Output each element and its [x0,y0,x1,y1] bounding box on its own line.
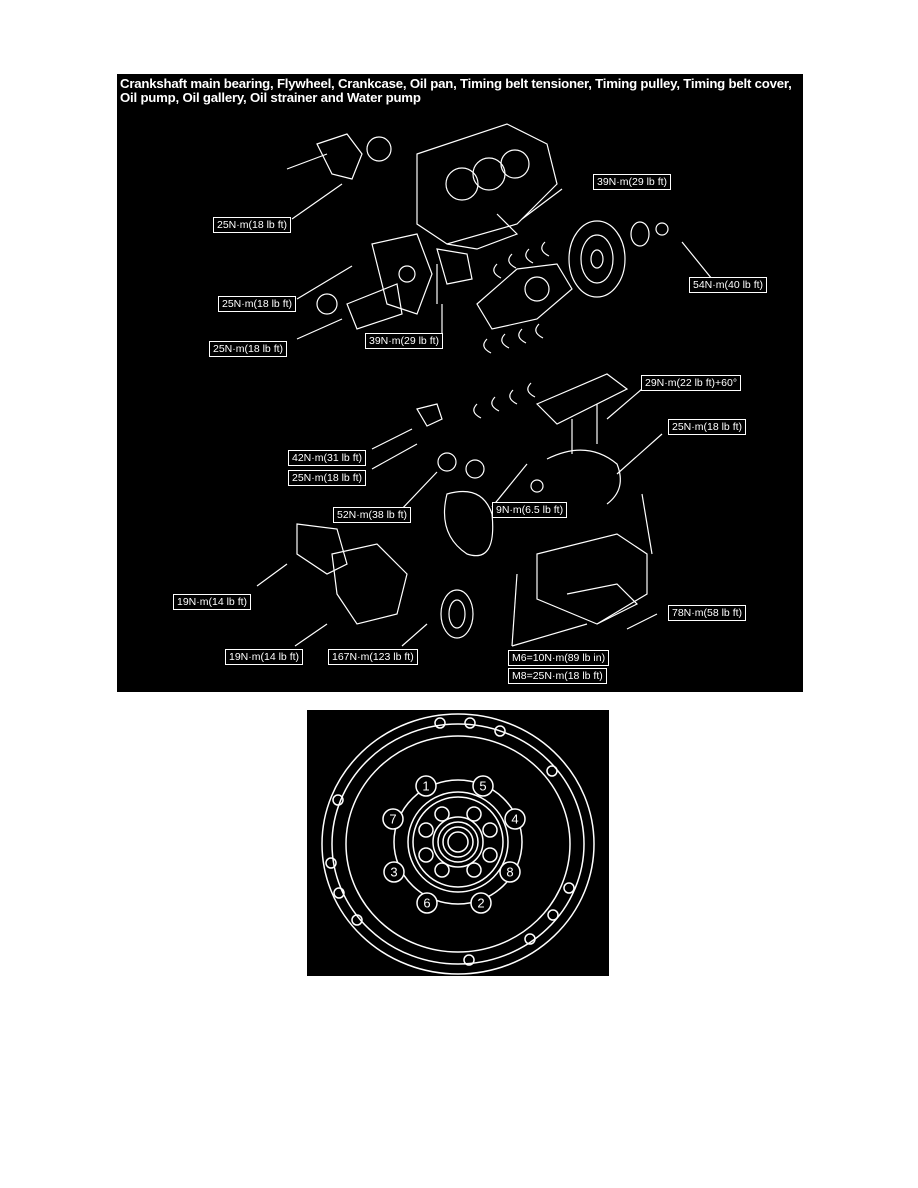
torque-label-water-pump: 25N·m(18 lb ft) [213,217,292,233]
torque-label-main-bearing: 29N·m(22 lb ft)+60° [641,375,742,391]
bolt-number-2: 2 [477,896,484,911]
bolt-number-8: 8 [506,865,513,880]
torque-label-drain-plug: 78N·m(58 lb ft) [668,605,747,621]
bolt-number-5: 5 [479,779,486,794]
torque-label-oil-gallery: 25N·m(18 lb ft) [668,419,747,435]
exploded-view-diagram: Crankshaft main bearing, Flywheel, Crank… [117,74,803,692]
torque-label-oil-pump: 25N·m(18 lb ft) [218,296,297,312]
torque-label-oil-strainer: 9N·m(6.5 lb ft) [492,502,568,518]
torque-label-timing-cover-upper: 19N·m(14 lb ft) [173,594,252,610]
bolt-number-6: 6 [423,896,430,911]
bolt-number-7: 7 [389,812,396,827]
torque-label-crankcase: 39N·m(29 lb ft) [593,174,672,190]
torque-label-oil-pan-m6: M6=10N·m(89 lb in) [508,650,610,666]
torque-label-oil-pan-m8: M8=25N·m(18 lb ft) [508,668,607,684]
flywheel-tightening-sequence-diagram: 1 5 4 8 2 6 3 7 [307,710,609,976]
torque-label-timing-cover-lower: 19N·m(14 lb ft) [225,649,304,665]
flywheel-illustration: 1 5 4 8 2 6 3 7 [321,713,595,975]
torque-label-tensioner: 42N·m(31 lb ft) [288,450,367,466]
torque-label-flywheel: 54N·m(40 lb ft) [689,277,768,293]
engine-parts-illustration [256,123,713,647]
torque-label-tensioner-pulley: 25N·m(18 lb ft) [288,470,367,486]
torque-label-crank-pulley: 167N·m(123 lb ft) [328,649,418,665]
bolt-number-4: 4 [511,812,518,827]
bolt-number-3: 3 [390,865,397,880]
bolt-number-1: 1 [422,779,429,794]
torque-label-idler-pulley: 52N·m(38 lb ft) [333,507,412,523]
torque-label-oil-pump-lower: 25N·m(18 lb ft) [209,341,288,357]
torque-label-bearing-cap: 39N·m(29 lb ft) [365,333,444,349]
diagram-title: Crankshaft main bearing, Flywheel, Crank… [120,76,792,105]
